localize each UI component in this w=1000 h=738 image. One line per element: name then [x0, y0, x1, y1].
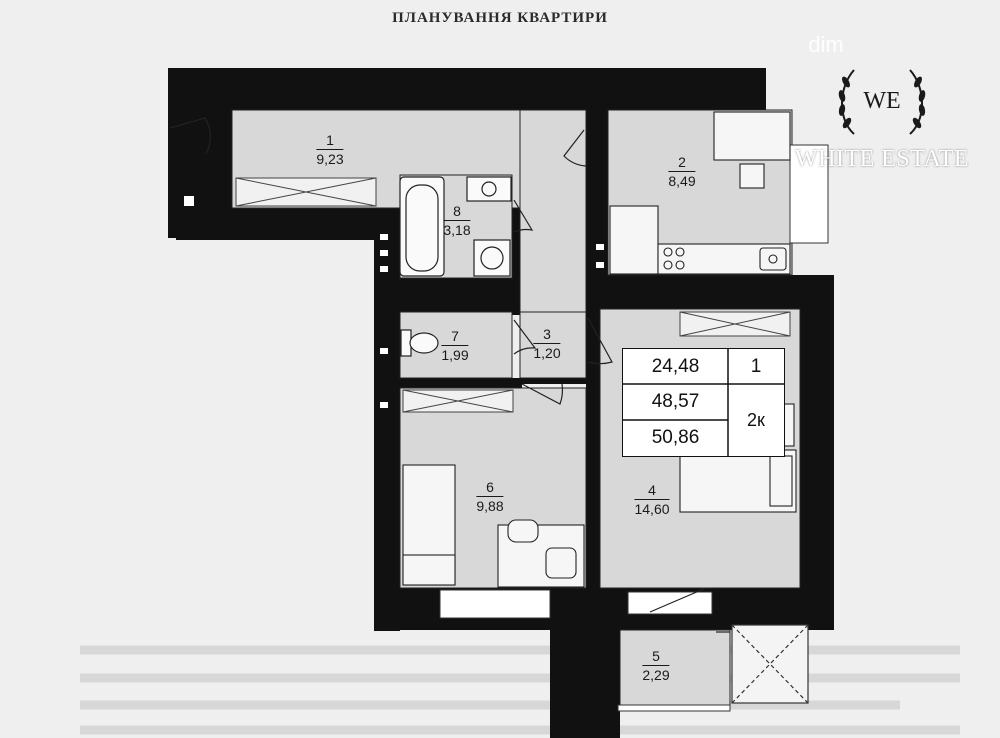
room-label-3: 3 1,20	[533, 326, 561, 362]
room-number: 1	[326, 132, 334, 148]
sofa-icon	[402, 464, 456, 586]
background-text-lines	[80, 645, 960, 735]
living-area-value: 24,48	[651, 355, 700, 377]
kitchen-counter	[609, 111, 791, 275]
room-label-6: 6 9,88	[476, 479, 504, 515]
room-area: 8,49	[668, 171, 696, 189]
room-label-4: 4 14,60	[634, 482, 670, 518]
room-area: 9,23	[316, 149, 344, 167]
room-area: 2,29	[642, 665, 670, 683]
white-estate-brand: WHITE ESTATE	[794, 146, 970, 172]
room-label-1: 1 9,23	[316, 132, 344, 168]
room-number: 8	[453, 203, 461, 219]
page-title: ПЛАНУВАННЯ КВАРТИРИ	[392, 10, 608, 26]
dim-watermark: dim	[808, 32, 844, 57]
room-label-2: 2 8,49	[668, 154, 696, 190]
room-number: 7	[451, 328, 459, 344]
stove-icon	[663, 247, 685, 270]
room-area: 1,20	[533, 343, 561, 361]
toilet-icon	[400, 329, 439, 357]
total-area-value: 50,86	[651, 427, 700, 448]
room-number: 4	[648, 482, 656, 498]
usable-area-value: 48,57	[651, 391, 700, 412]
washing-machine-icon	[473, 239, 511, 277]
door-swings	[169, 117, 730, 633]
room-label-8: 8 3,18	[443, 203, 471, 239]
room-area: 9,88	[476, 496, 504, 514]
summary-grid-lines	[623, 349, 784, 456]
room-number: 3	[543, 326, 551, 342]
room-area: 3,18	[443, 220, 471, 238]
room-area: 14,60	[634, 499, 670, 517]
room-number: 6	[486, 479, 494, 495]
balcony	[731, 624, 809, 704]
room-label-5: 5 2,29	[642, 648, 670, 684]
area-summary-table: 24,48 48,57 50,86 1 2к	[622, 348, 785, 457]
desk-icon	[497, 519, 585, 588]
wall-markers	[184, 196, 604, 408]
bathtub-icon	[399, 176, 445, 277]
sink-icon	[466, 176, 512, 202]
room-number: 2	[678, 154, 686, 170]
kitchen-sink-icon	[759, 247, 787, 271]
room-area: 1,99	[441, 345, 469, 363]
room-number: 5	[652, 648, 660, 664]
room-label-7: 7 1,99	[441, 328, 469, 364]
room-5-area	[619, 629, 731, 706]
rooms-count: 2к	[747, 409, 765, 430]
wardrobe-strips	[235, 177, 791, 413]
monogram-text: WE	[863, 88, 900, 114]
walls	[168, 68, 834, 738]
floor-number: 1	[750, 355, 762, 377]
white-estate-laurel-logo: WE	[838, 69, 926, 135]
bed-icon	[679, 449, 797, 513]
